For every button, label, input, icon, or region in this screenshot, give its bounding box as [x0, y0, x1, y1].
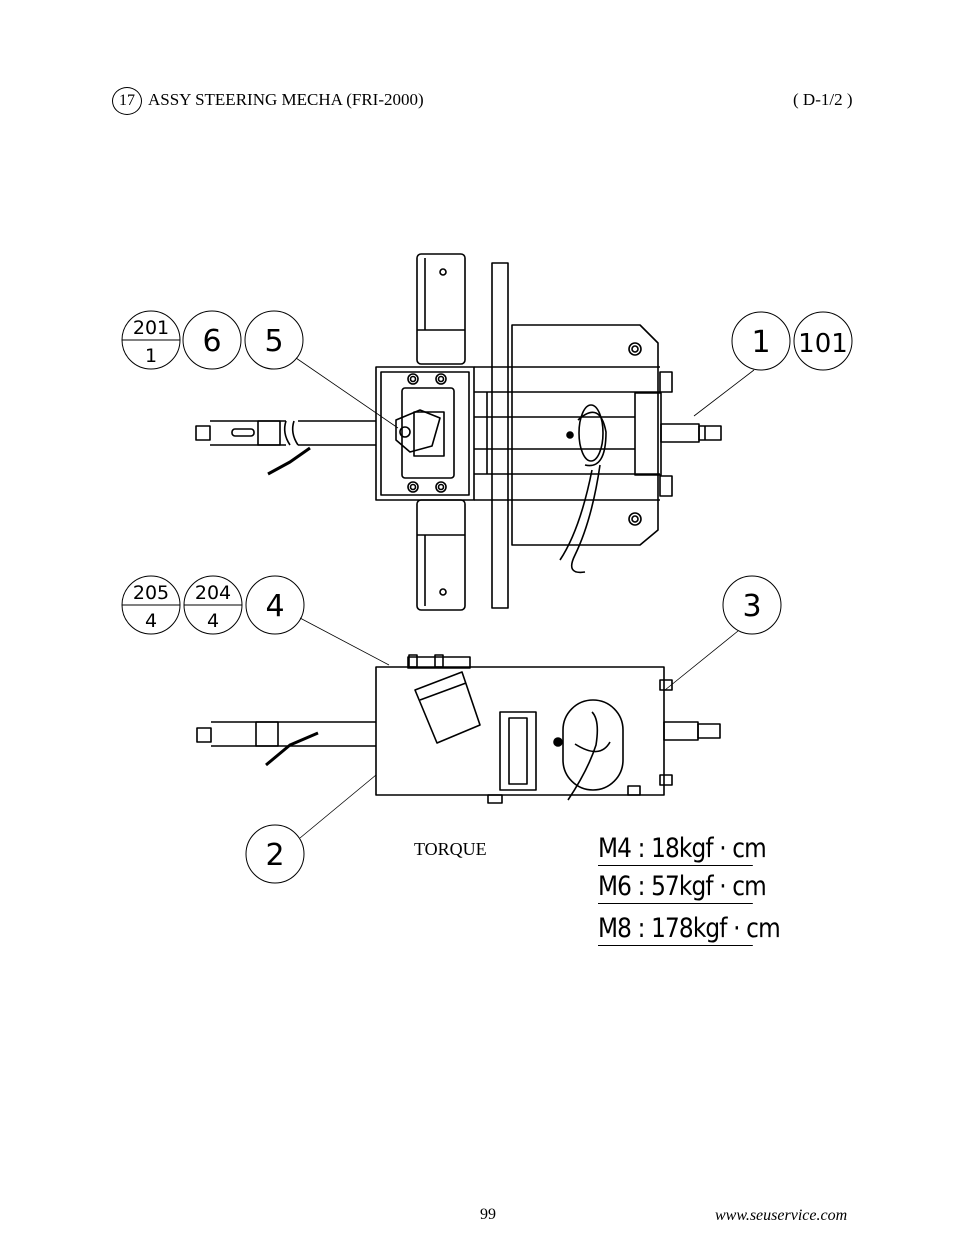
right-shaft-end: [660, 423, 700, 443]
callout-204-qty: 4: [207, 610, 219, 632]
callout-3: 3: [742, 589, 761, 624]
page-number: 99: [480, 1206, 496, 1223]
steering-switch-module: [401, 387, 455, 479]
page-title: ASSY STEERING MECHA (FRI-2000): [148, 90, 424, 109]
callout-6: 6: [202, 324, 221, 359]
callout-5: 5: [264, 324, 283, 359]
callout-1: 1: [751, 325, 770, 360]
upper-bracket-plate: [416, 253, 466, 365]
right-end-block: [634, 392, 662, 476]
cam-part: [395, 409, 441, 453]
page-code: ( D-1/2 ): [793, 90, 853, 109]
mounting-plate: [491, 262, 509, 609]
top-view-assembly: [195, 253, 722, 611]
callout-101: 101: [798, 329, 848, 359]
torque-label: TORQUE: [414, 839, 487, 859]
wire-harness-loop: [578, 404, 604, 462]
torque-spec-m4: M4 : 18kgf · cm: [598, 833, 767, 866]
side-harness-opening: [562, 699, 624, 791]
callout-204: 204: [195, 582, 231, 604]
website-link[interactable]: www.seuservice.com: [715, 1207, 848, 1224]
callout-2: 2: [265, 838, 284, 873]
side-housing: [375, 666, 665, 796]
torque-spec-m8: M8 : 178kgf · cm: [598, 913, 781, 946]
callout-205: 205: [133, 582, 169, 604]
callout-205-qty: 4: [145, 610, 157, 632]
torque-spec-m6: M6 : 57kgf · cm: [598, 871, 767, 904]
column-housing: [375, 366, 475, 501]
callout-201-qty: 1: [145, 345, 157, 367]
side-switch-module: [414, 671, 481, 744]
callout-201: 201: [133, 317, 169, 339]
callout-4: 4: [265, 589, 284, 624]
side-view-assembly: [196, 654, 721, 804]
section-number-badge: 17: [112, 87, 142, 115]
left-spline-end: [195, 425, 211, 441]
right-mount-plate: [511, 324, 659, 546]
